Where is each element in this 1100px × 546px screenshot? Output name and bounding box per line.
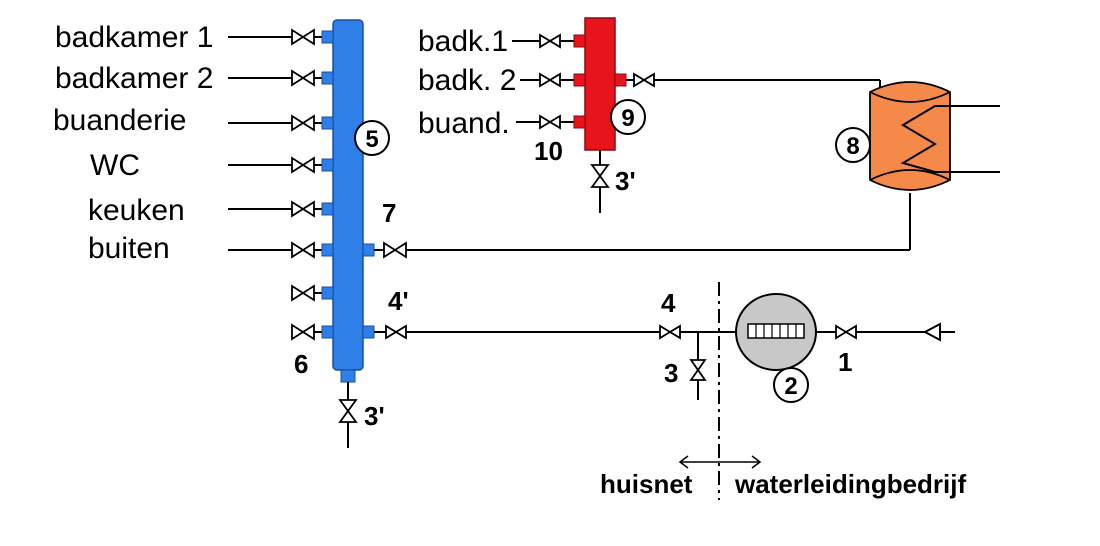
circle-8: 8: [835, 127, 871, 163]
label-3: 3: [664, 358, 678, 388]
zone-label-huisnet: huisnet: [600, 469, 693, 499]
cold-outlet-rows: [228, 28, 334, 341]
circle-2: 2: [773, 367, 809, 403]
label-3prime-hot: 3': [615, 166, 636, 196]
label-6: 6: [294, 349, 308, 379]
svg-text:2: 2: [784, 373, 797, 400]
svg-text:9: 9: [621, 105, 634, 132]
label-7: 7: [382, 198, 396, 228]
cold-collector-right-connections: [362, 193, 911, 340]
circle-5: 5: [354, 120, 390, 156]
hot-water-collector: [512, 17, 881, 213]
label-1: 1: [838, 347, 852, 377]
label-10: 10: [534, 136, 563, 166]
outlet-label-wc: WC: [90, 149, 140, 182]
hot-outlet-label-buand: buand.: [418, 107, 510, 140]
outlet-label-badkamer-1: badkamer 1: [55, 21, 213, 54]
label-4prime: 4': [388, 286, 409, 316]
drain-valve-cold: [338, 399, 358, 423]
svg-text:5: 5: [365, 126, 378, 153]
circle-9: 9: [610, 99, 646, 135]
hot-outlet-label-badk-2: badk. 2: [418, 64, 516, 97]
outlet-label-buanderie: buanderie: [53, 104, 186, 137]
outlet-label-keuken: keuken: [88, 194, 185, 227]
water-meter: [719, 293, 955, 371]
label-3prime-cold: 3': [364, 401, 385, 431]
label-4: 4: [661, 288, 676, 318]
outlet-label-buiten: buiten: [88, 232, 170, 265]
hot-outlet-label-badk-1: badk.1: [418, 25, 508, 58]
drain-valve-hot: [590, 164, 610, 188]
boundary-line: [678, 282, 762, 500]
cold-water-collector: [332, 19, 364, 448]
svg-text:8: 8: [846, 133, 859, 160]
boiler: [869, 81, 1000, 191]
main-valves: [659, 324, 719, 400]
outlet-label-badkamer-2: badkamer 2: [55, 62, 213, 95]
zone-label-waterleidingbedrijf: waterleidingbedrijf: [734, 469, 966, 499]
